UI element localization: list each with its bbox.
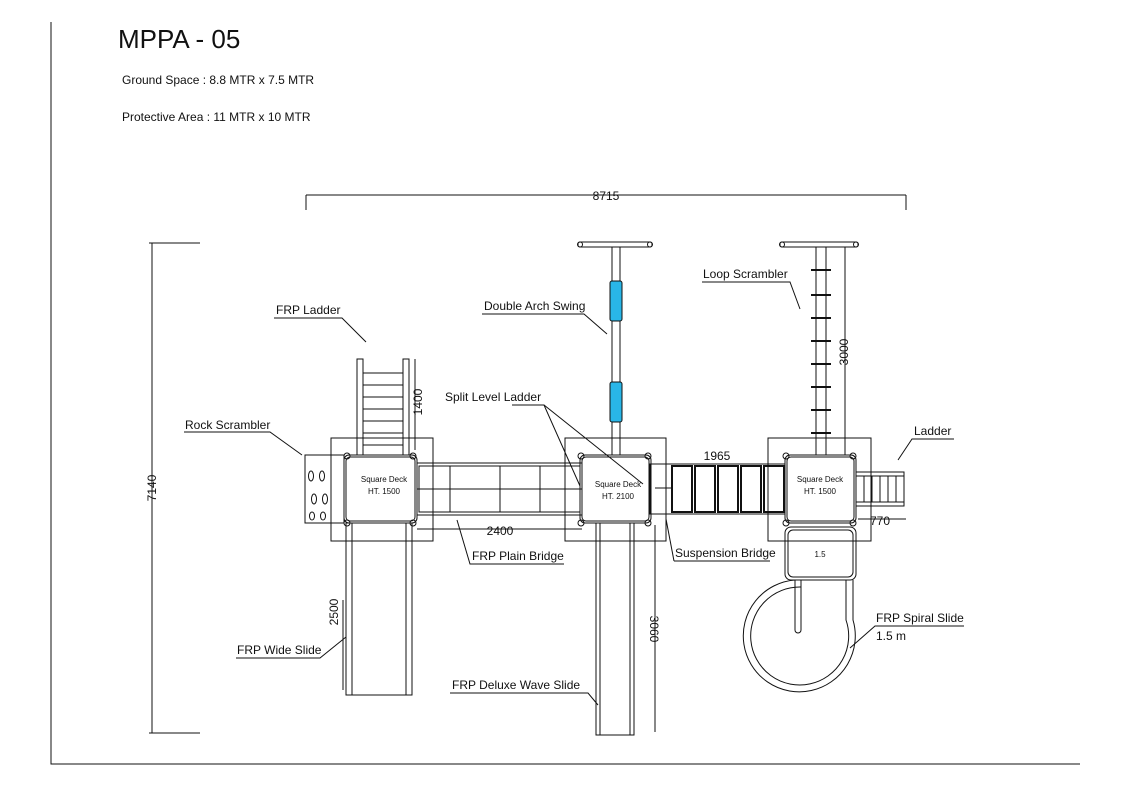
label-rock-scrambler: Rock Scrambler [185, 418, 270, 432]
frp-wide-slide-drawing [342, 522, 413, 696]
overall-height-dimension [149, 242, 200, 734]
swing-seats [609, 280, 623, 423]
left-deck-height: HT. 1500 [368, 487, 401, 496]
spiral-platform-label: 1.5 [814, 550, 826, 559]
frp-deluxe-wave-slide-drawing [595, 522, 656, 736]
label-frp-wide-slide: FRP Wide Slide [237, 643, 322, 657]
label-suspension-bridge: Suspension Bridge [675, 546, 776, 560]
dim-suspension-width: 1965 [704, 449, 731, 463]
middle-deck-height: HT. 2100 [602, 492, 635, 501]
suspension-bridge-drawing [649, 463, 786, 515]
middle-deck-name: Square Deck [595, 480, 642, 489]
label-frp-deluxe-wave-slide: FRP Deluxe Wave Slide [452, 678, 580, 692]
dim-wave-slide-length: 3060 [647, 616, 661, 643]
frp-plain-bridge-drawing [416, 462, 583, 530]
dim-wide-slide-length: 2500 [327, 598, 341, 625]
dim-ladder-height: 1400 [411, 388, 425, 415]
dim-overall-height: 7140 [145, 474, 159, 501]
left-deck-name: Square Deck [361, 475, 408, 484]
double-arch-swing-drawing [577, 241, 653, 456]
overall-width-dimension [305, 194, 907, 210]
label-ladder: Ladder [914, 424, 951, 438]
label-spiral-size: 1.5 m [876, 629, 906, 643]
right-deck-height: HT. 1500 [804, 487, 837, 496]
dim-bridge-width: 2400 [487, 524, 514, 538]
leader-lines [184, 281, 964, 706]
label-loop-scrambler: Loop Scrambler [703, 267, 788, 281]
rock-scrambler-drawing [304, 454, 345, 524]
frp-spiral-slide-drawing [742, 526, 857, 693]
dim-loop-height: 3000 [837, 338, 851, 365]
frp-ladder-drawing [356, 358, 416, 456]
swing-seat-lower [609, 381, 623, 423]
label-frp-ladder: FRP Ladder [276, 303, 340, 317]
drawing-title: MPPA - 05 [118, 24, 241, 54]
label-frp-spiral-slide: FRP Spiral Slide [876, 611, 964, 625]
label-double-arch-swing: Double Arch Swing [484, 299, 585, 313]
dim-overall-width: 8715 [593, 189, 620, 203]
swing-seat-upper [609, 280, 623, 322]
middle-deck-assembly [564, 437, 667, 542]
right-deck-name: Square Deck [797, 475, 844, 484]
ground-space-note: Ground Space : 8.8 MTR x 7.5 MTR [122, 73, 315, 87]
protective-area-note: Protective Area : 11 MTR x 10 MTR [122, 110, 311, 124]
label-frp-plain-bridge: FRP Plain Bridge [472, 549, 564, 563]
dim-ladder-width: 770 [870, 514, 890, 528]
right-ladder-drawing [855, 471, 906, 520]
label-split-level-ladder: Split Level Ladder [445, 390, 541, 404]
sheet-border [50, 22, 1080, 765]
loop-scrambler-drawing [779, 241, 859, 455]
